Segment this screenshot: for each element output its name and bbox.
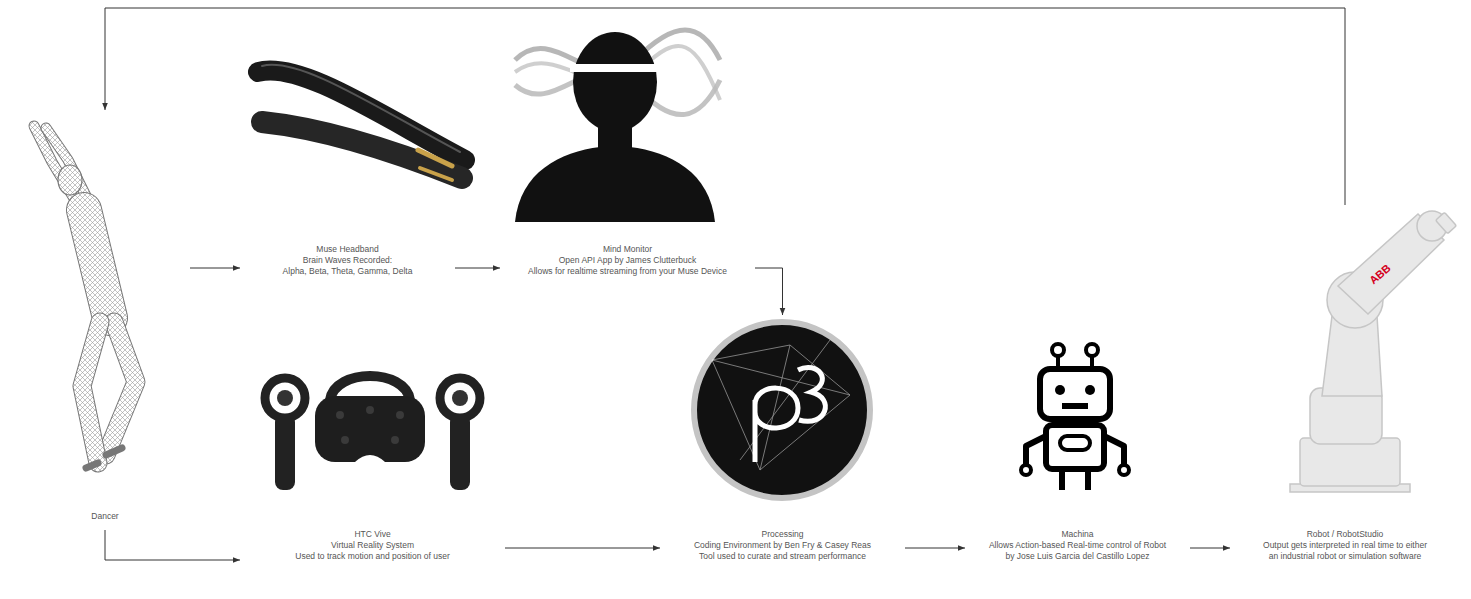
stage-caption: Coding Environment by Ben Fry & Casey Re… <box>694 540 871 551</box>
flow-arrow <box>755 268 783 315</box>
industrial-robot <box>1290 211 1456 492</box>
flow-arrow <box>190 268 240 269</box>
stage-caption: Tool used to curate and stream performan… <box>699 551 866 562</box>
htc-vive-set-part <box>265 378 305 418</box>
dancer-figure-part <box>46 128 88 200</box>
htc-vive-set-part <box>450 414 470 490</box>
flow-arrow <box>105 530 240 560</box>
stage-caption: Allows Action-based Real-time control of… <box>989 540 1166 551</box>
machina-icon-part <box>1052 344 1064 356</box>
htc-vive-set-part <box>336 411 344 419</box>
stage-caption: Virtual Reality System <box>331 540 414 551</box>
dancer-figure-part <box>82 322 100 463</box>
stage-node: Robot / RobotStudioOutput gets interpret… <box>1230 205 1460 570</box>
stage-caption: Used to track motion and position of use… <box>295 551 450 562</box>
machina-icon-part <box>1085 385 1095 395</box>
mind-monitor-silhouette <box>515 30 720 222</box>
processing-logo-part <box>798 367 825 421</box>
processing-logo-part <box>755 388 798 462</box>
stage-title: Dancer <box>91 511 118 522</box>
stage-title: Mind Monitor <box>603 244 652 255</box>
mind-monitor-silhouette-part <box>573 32 657 132</box>
dancer-figure-part <box>106 448 122 455</box>
machina-icon-part <box>1062 469 1088 490</box>
stage-caption: Brain Waves Recorded: <box>303 255 392 266</box>
processing-logo-part-part <box>712 340 850 470</box>
stage-title: Machina <box>1061 529 1093 540</box>
stage-caption: by Jose Luis Garcia del Castillo Lopez <box>1005 551 1149 562</box>
stage-node: Mind MonitorOpen API App by James Clutte… <box>500 25 755 285</box>
htc-vive-set-part <box>277 390 293 406</box>
dancer-figure-part <box>106 322 136 455</box>
muse-headband-part <box>418 150 452 166</box>
stage-caption: an industrial robot or simulation softwa… <box>1269 551 1422 562</box>
machina-icon-part <box>1086 344 1098 356</box>
htc-vive-set-part <box>341 436 349 444</box>
stage-caption: Allows for realtime streaming from your … <box>528 266 727 277</box>
dancer-figure-part <box>106 322 136 455</box>
machina-icon-part <box>1060 436 1090 450</box>
htc-vive-set-part <box>396 411 404 419</box>
htc-vive-set-part <box>355 455 385 462</box>
machina-icon-part <box>1021 465 1031 475</box>
stage-node: Dancer <box>20 110 190 530</box>
mind-monitor-silhouette-part <box>515 147 715 222</box>
muse-headband <box>258 65 465 180</box>
stage-title: Robot / RobotStudio <box>1307 529 1384 540</box>
dancer-figure-part <box>58 165 82 195</box>
muse-headband-part <box>262 122 462 178</box>
flow-arrow <box>505 548 660 549</box>
flow-arrow <box>905 548 965 549</box>
stage-title: HTC Vive <box>354 529 390 540</box>
dancer-figure-part <box>84 210 110 318</box>
dancer-figure-part <box>86 463 98 468</box>
mind-monitor-silhouette-part <box>570 64 660 72</box>
machina-icon-part <box>1119 465 1129 475</box>
htc-vive-set-part <box>440 378 480 418</box>
machina-icon-part <box>1046 425 1104 469</box>
htc-vive-set <box>265 376 480 490</box>
machina-icon-part <box>1055 385 1065 395</box>
dancer-figure-part <box>46 128 88 200</box>
stage-node: MachinaAllows Action-based Real-time con… <box>965 335 1190 570</box>
dancer-figure-part <box>82 322 100 463</box>
htc-vive-set-part <box>366 406 374 414</box>
flow-arrow <box>1190 548 1230 549</box>
stage-node: ProcessingCoding Environment by Ben Fry … <box>660 315 905 570</box>
machina-icon-part <box>1040 369 1110 419</box>
htc-vive-set-part <box>391 436 399 444</box>
dancer-figure-part <box>84 210 110 318</box>
flow-arrow <box>105 8 1345 205</box>
muse-headband-part <box>420 168 452 180</box>
processing-logo-part-part <box>712 345 850 470</box>
htc-vive-set-part <box>275 414 295 490</box>
stage-title: Muse Headband <box>316 244 378 255</box>
stage-caption: Output gets interpreted in real time to … <box>1263 540 1427 551</box>
machina-icon <box>1021 344 1129 490</box>
stage-node: HTC ViveVirtual Reality SystemUsed to tr… <box>240 365 505 570</box>
muse-headband-part <box>262 65 460 152</box>
htc-vive-set-part <box>315 396 425 462</box>
machina-icon-part <box>1062 403 1088 409</box>
processing-logo <box>694 322 870 498</box>
processing-logo-part <box>712 340 850 470</box>
stage-caption: Open API App by James Clutterbuck <box>559 255 697 266</box>
htc-vive-set-part <box>452 390 468 406</box>
dancer-figure <box>34 126 136 468</box>
industrial-robot-part <box>1300 438 1400 486</box>
processing-logo-part <box>694 322 870 498</box>
stage-node: Muse HeadbandBrain Waves Recorded:Alpha,… <box>240 35 455 285</box>
stage-caption: Alpha, Beta, Theta, Gamma, Delta <box>283 266 413 277</box>
stage-title: Processing <box>761 529 803 540</box>
flow-arrow <box>455 268 500 269</box>
machina-icon-part <box>1026 436 1124 464</box>
industrial-robot-part <box>1436 212 1457 233</box>
